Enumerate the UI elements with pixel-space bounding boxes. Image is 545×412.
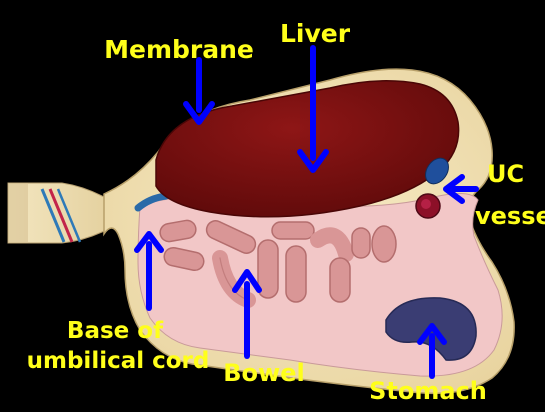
label-liver: Liver <box>280 19 351 48</box>
label-umbilical-cord: umbilical cord <box>27 348 210 374</box>
label-base-of: Base of <box>67 318 164 344</box>
label-vessels: vessels <box>475 202 545 230</box>
label-uc: UC <box>487 160 524 188</box>
label-stomach: Stomach <box>369 377 487 405</box>
label-bowel: Bowel <box>223 359 304 387</box>
label-membrane: Membrane <box>104 35 254 64</box>
